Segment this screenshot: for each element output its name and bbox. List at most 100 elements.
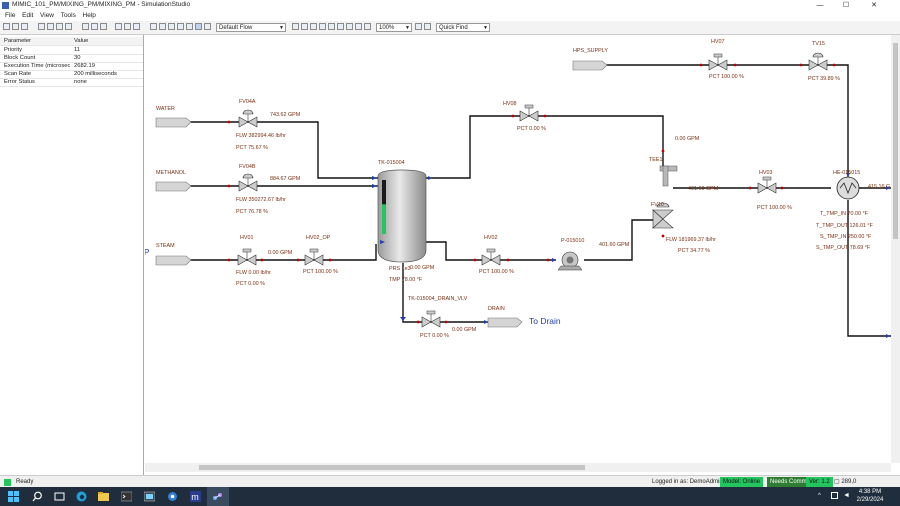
status-bar: Ready Logged in as: DemoAdmin Model: Onl… xyxy=(0,475,900,488)
zoom-in-icon[interactable] xyxy=(415,23,422,30)
diagram-canvas[interactable]: P WATER METHANOL STEAM HPS_SUPPLY DRAIN … xyxy=(145,35,891,463)
pan-tool-icon[interactable] xyxy=(168,23,175,30)
help-icon[interactable] xyxy=(100,23,107,30)
vertical-scroll-thumb[interactable] xyxy=(893,43,898,239)
redo-icon[interactable] xyxy=(91,23,98,30)
maximize-button[interactable]: ☐ xyxy=(842,2,850,9)
valve-hv01[interactable] xyxy=(237,248,257,266)
stop-icon[interactable] xyxy=(133,23,140,30)
cut-icon[interactable] xyxy=(38,23,45,30)
heat-exchanger-he-015015[interactable] xyxy=(836,176,860,200)
feed-methanol[interactable] xyxy=(155,181,192,192)
fv04a-gpm: 743.62 GPM xyxy=(270,112,301,118)
pause-icon[interactable] xyxy=(124,23,131,30)
process-app-icon[interactable] xyxy=(167,491,178,502)
menu-view[interactable]: View xyxy=(40,12,55,19)
property-row[interactable]: Scan Rate 200 milliseconds xyxy=(0,70,143,79)
save-icon[interactable] xyxy=(21,23,28,30)
clock[interactable]: 4:38 PM 2/29/2024 xyxy=(852,488,888,504)
vertical-scrollbar[interactable] xyxy=(891,35,900,463)
pump-p-015010[interactable] xyxy=(557,251,583,271)
open-icon[interactable] xyxy=(12,23,19,30)
menu-help[interactable]: Help xyxy=(82,12,96,19)
align-top-icon[interactable] xyxy=(319,23,326,30)
needs-commit-badge[interactable]: Needs Commit xyxy=(767,477,813,487)
valve-hv02[interactable] xyxy=(481,248,501,266)
valve-fv04b[interactable] xyxy=(238,173,258,192)
quick-find-input[interactable]: Quick Find▼ xyxy=(436,23,490,32)
valve-hv03[interactable] xyxy=(757,176,777,194)
edge-browser-icon[interactable] xyxy=(76,491,87,502)
connect-tool-icon[interactable] xyxy=(159,23,166,30)
copy-icon[interactable] xyxy=(47,23,54,30)
valve-hv07[interactable] xyxy=(708,53,728,71)
search-icon[interactable] xyxy=(32,491,43,502)
status-logged-in: Logged in as: DemoAdmin xyxy=(652,479,723,485)
terminal-icon[interactable] xyxy=(121,491,132,502)
flow-select[interactable]: Default Flow▼ xyxy=(216,23,286,32)
align-center-icon[interactable] xyxy=(301,23,308,30)
hv01-gpm: 0.00 GPM xyxy=(268,250,293,256)
tee1[interactable] xyxy=(659,165,678,187)
valve-hv08[interactable] xyxy=(519,104,539,122)
task-view-icon[interactable] xyxy=(54,491,65,502)
select-tool-icon[interactable] xyxy=(150,23,157,30)
menu-tools[interactable]: Tools xyxy=(60,12,76,19)
hv02-pct: PCT 100.00 % xyxy=(479,269,514,275)
zoom-out-icon[interactable] xyxy=(424,23,431,30)
bring-front-icon[interactable] xyxy=(364,23,371,30)
zoom-select[interactable]: 100%▼ xyxy=(376,23,412,32)
property-row[interactable]: Priority 11 xyxy=(0,46,143,55)
layers-icon[interactable] xyxy=(204,23,211,30)
to-drain-label[interactable]: To Drain xyxy=(529,316,561,326)
tray-chevron-icon[interactable]: ^ xyxy=(818,493,821,499)
horizontal-scroll-thumb[interactable] xyxy=(199,465,585,470)
valve-tv15[interactable] xyxy=(808,52,828,71)
property-row[interactable]: Error Status none xyxy=(0,78,143,87)
align-middle-icon[interactable] xyxy=(328,23,335,30)
valve-fv04a[interactable] xyxy=(238,109,258,128)
tank-tk-015004[interactable] xyxy=(377,169,427,263)
feed-steam[interactable] xyxy=(155,255,192,266)
hx-gpm: 415.16 G xyxy=(868,184,890,190)
feed-drain[interactable] xyxy=(487,317,523,328)
active-app-highlight[interactable] xyxy=(207,487,229,506)
run-icon[interactable] xyxy=(115,23,122,30)
hx-tag: HE-015015 xyxy=(833,170,860,176)
hv02-op-pct: PCT 100.00 % xyxy=(303,269,338,275)
snap-toggle-icon[interactable] xyxy=(195,23,202,30)
feed-hps-supply[interactable] xyxy=(572,60,608,71)
align-right-icon[interactable] xyxy=(310,23,317,30)
menu-file[interactable]: File xyxy=(5,12,16,19)
feed-water[interactable] xyxy=(155,117,192,128)
file-explorer-icon[interactable] xyxy=(98,491,109,502)
volume-icon[interactable]: ◄ xyxy=(843,492,850,499)
distribute-v-icon[interactable] xyxy=(355,23,362,30)
property-value: 200 milliseconds xyxy=(74,71,117,77)
paste-icon[interactable] xyxy=(56,23,63,30)
close-button[interactable]: ✕ xyxy=(871,2,877,9)
text-tool-icon[interactable] xyxy=(177,23,184,30)
delete-icon[interactable] xyxy=(65,23,72,30)
menu-edit[interactable]: Edit xyxy=(22,12,34,19)
tv15-pct: PCT 39.89 % xyxy=(808,76,840,82)
distribute-h-icon[interactable] xyxy=(346,23,353,30)
mimic-app-icon[interactable]: m xyxy=(190,491,201,502)
network-icon[interactable] xyxy=(831,492,838,499)
grid-toggle-icon[interactable] xyxy=(186,23,193,30)
undo-icon[interactable] xyxy=(82,23,89,30)
valve-hv02-op[interactable] xyxy=(304,248,324,266)
property-row[interactable]: Execution Time (microseco... 2682.19 xyxy=(0,62,143,71)
windows-start-icon[interactable] xyxy=(8,491,19,502)
property-row[interactable]: Block Count 30 xyxy=(0,54,143,63)
align-bottom-icon[interactable] xyxy=(337,23,344,30)
minimize-button[interactable]: — xyxy=(816,2,824,9)
new-icon[interactable] xyxy=(3,23,10,30)
valve-fv10[interactable] xyxy=(652,202,674,229)
valve-drain[interactable] xyxy=(421,310,441,328)
hv01-tag: HV01 xyxy=(240,235,254,241)
simulation-studio-icon xyxy=(213,493,222,500)
horizontal-scrollbar[interactable] xyxy=(145,463,891,472)
app-window-icon[interactable] xyxy=(144,491,155,502)
align-left-icon[interactable] xyxy=(292,23,299,30)
